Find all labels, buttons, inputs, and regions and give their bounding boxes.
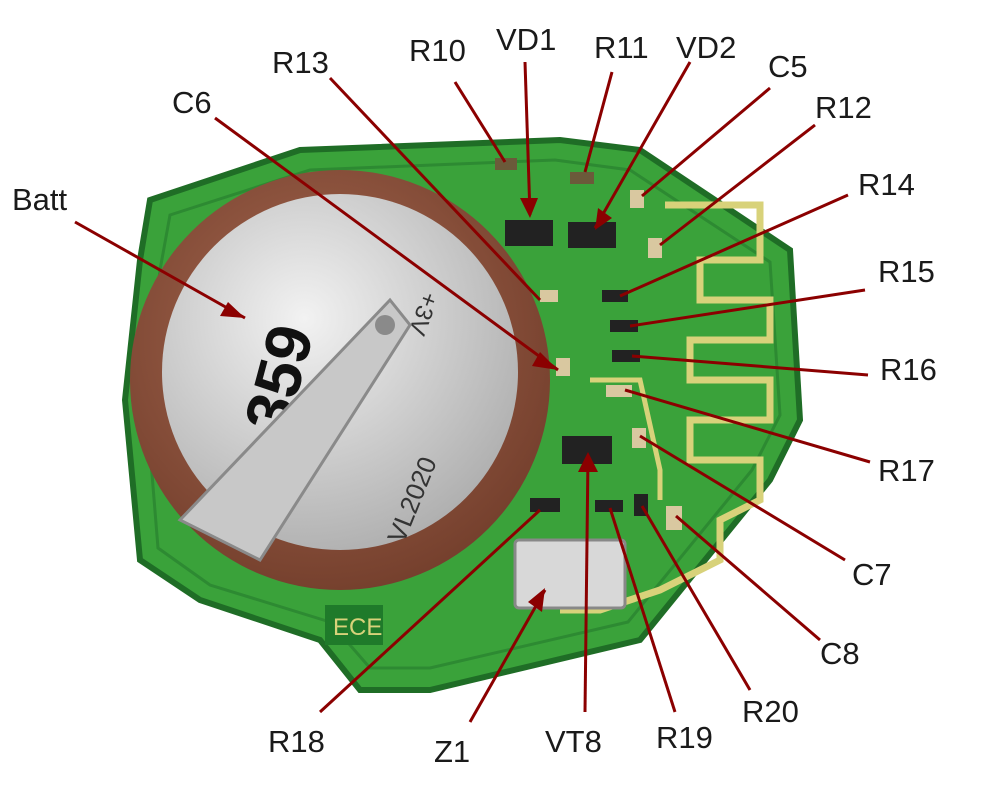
arrow-r10 [453,81,507,163]
r10-part [495,158,517,170]
label-vd2: VD2 [676,30,736,65]
copper-trace [590,377,663,500]
arrowhead-c6 [532,352,558,370]
c7-part [632,428,646,448]
arrow-vt8 [583,454,590,713]
label-r15: R15 [878,254,935,289]
label-batt: Batt [12,182,68,217]
arrowhead-z1 [528,588,545,612]
tab-hole [375,315,395,335]
r17-part [606,385,632,397]
c8-part [666,506,682,530]
label-c5: C5 [768,49,808,84]
z1-crystal [513,538,627,610]
arrow-r12 [659,123,816,247]
vd2-chip [568,222,616,248]
label-r10: R10 [409,33,466,68]
r12-part [648,238,662,258]
vd1-chip [505,220,553,246]
arrow-r19 [608,507,677,713]
label-vd1: VD1 [496,22,556,57]
label-r13: R13 [272,45,329,80]
r16-part [612,350,640,362]
r15-part [610,320,638,332]
arrow-z1 [468,589,547,723]
arrowhead-vt8 [578,452,598,472]
arrow-r11 [583,71,614,173]
label-r11: R11 [594,30,649,65]
arrowhead-batt [220,302,245,318]
battery-tab [177,297,412,562]
ece-mark-box [325,605,383,645]
arrowhead-vd2 [595,208,612,230]
arrow-r16 [631,354,869,377]
label-c6: C6 [172,85,212,120]
arrow-c6 [214,116,559,372]
ece-mark: ECE [333,614,382,641]
label-z1: Z1 [434,734,470,769]
r18-part [530,498,560,512]
arrow-batt [74,220,246,320]
arrow-r18 [318,508,542,714]
r13-part [540,290,558,302]
label-r12: R12 [815,90,872,125]
component-labels: Batt C6 R13 R10 VD1 R11 VD2 C5 R12 R14 R… [12,22,937,769]
r11-part [570,172,594,184]
c6-part [556,358,570,376]
label-r18: R18 [268,724,325,759]
leader-arrows [74,61,871,723]
label-c7: C7 [852,557,892,592]
arrowhead-vd1 [520,198,538,218]
arrow-c8 [675,514,821,642]
arrow-c7 [639,434,846,562]
pcb-inner-edge [144,158,782,670]
c5-part [630,190,644,208]
label-r17: R17 [878,453,935,488]
label-r19: R19 [656,720,713,755]
label-c8: C8 [820,636,860,671]
r19-part [595,500,623,512]
label-r14: R14 [858,167,915,202]
arrow-r20 [640,505,752,691]
arrow-vd1 [523,61,532,216]
r14-part [602,290,628,302]
arrow-r14 [619,193,849,298]
arrow-c5 [641,86,771,198]
arrow-r15 [629,288,866,328]
label-vt8: VT8 [545,724,602,759]
arrow-r17 [624,388,871,464]
arrow-r13 [328,76,542,302]
label-r16: R16 [880,352,937,387]
label-r20: R20 [742,694,799,729]
arrow-vd2 [593,61,692,229]
